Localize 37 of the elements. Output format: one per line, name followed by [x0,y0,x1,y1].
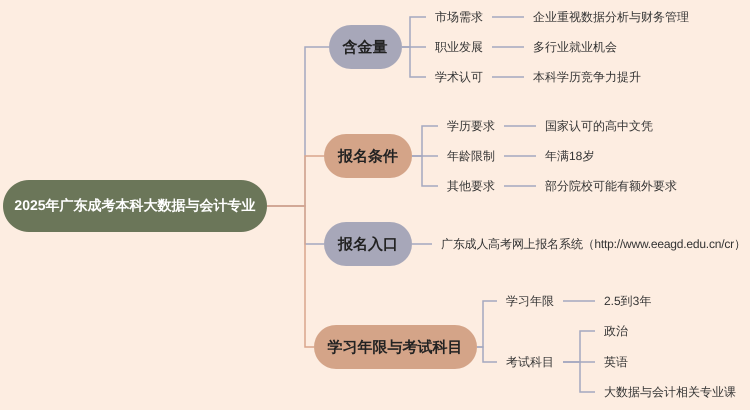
branch-text: 年满18岁 [536,146,604,166]
root-topic: 2025年广东成考本科大数据与会计专业 [3,180,267,232]
connector-line [504,155,536,157]
branch-text: 国家认可的高中文凭 [536,116,662,136]
connector-line [267,205,314,348]
branch-topic: 报名入口 [324,222,412,266]
connector-line [412,243,432,245]
connector-line [563,361,595,393]
branch-text: 年龄限制 [438,146,504,166]
connector-line [492,16,524,18]
branch-text: 英语 [595,352,637,372]
branch-text: 广东成人高考网上报名系统（http://www.eeagd.edu.cn/cr） [432,234,748,254]
branch-text: 本科学历竞争力提升 [524,67,650,87]
branch-text: 大数据与会计相关专业课 [595,382,745,402]
branch-text: 政治 [595,321,637,341]
branch-text: 职业发展 [426,37,492,57]
connector-line [504,125,536,127]
branch-text: 学术认可 [426,67,492,87]
branch-text: 其他要求 [438,176,504,196]
branch-text: 多行业就业机会 [524,37,626,57]
branch-text: 部分院校可能有额外要求 [536,176,686,196]
branch-text: 学习年限 [497,291,563,311]
branch-topic: 学习年限与考试科目 [314,325,476,369]
connector-line [504,185,536,187]
branch-text: 考试科目 [497,352,563,372]
branch-text: 学历要求 [438,116,504,136]
connector-line [492,46,524,48]
branch-text: 2.5到3年 [595,291,660,311]
branch-topic: 报名条件 [324,134,412,178]
connector-line [492,76,524,78]
connector-line [563,300,595,302]
branch-text: 企业重视数据分析与财务管理 [524,7,698,27]
connector-line [402,46,426,78]
connector-line [412,155,438,187]
connector-line [477,346,497,363]
branch-text: 市场需求 [426,7,492,27]
branch-topic: 含金量 [328,25,402,69]
